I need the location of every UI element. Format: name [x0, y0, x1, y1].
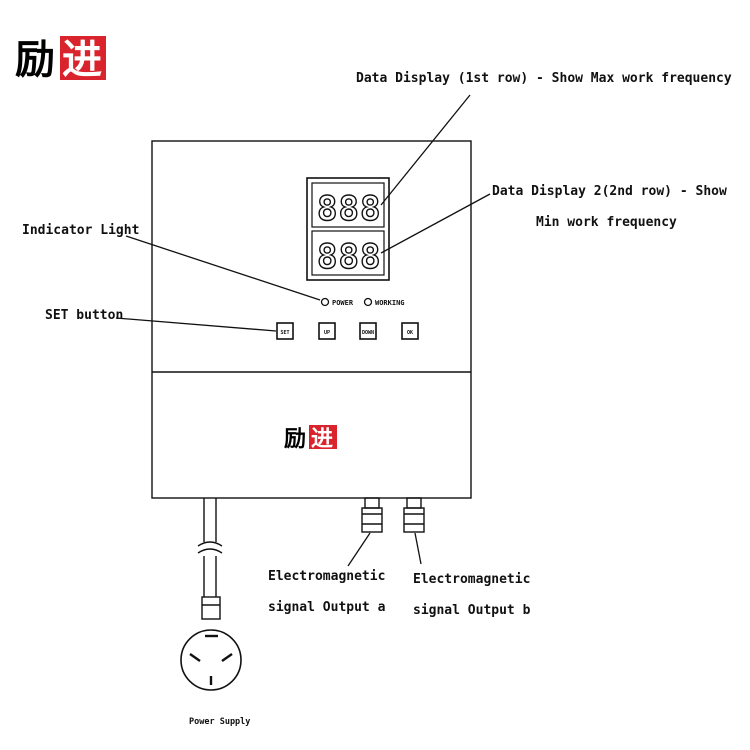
- device-logo-block: [309, 425, 337, 449]
- display-row2-frame: [311, 230, 385, 276]
- ok-button-label: OK: [407, 330, 413, 336]
- set-button[interactable]: SET: [276, 322, 294, 340]
- output-b-label-line2: signal Output b: [413, 603, 531, 618]
- working-indicator-label: WORKING: [375, 299, 405, 307]
- device-logo-left: 励: [284, 426, 306, 452]
- display2-label-line2: Min work frequency: [536, 215, 677, 230]
- device-logo: 励 进: [284, 425, 337, 452]
- display2-label-line1: Data Display 2(2nd row) - Show: [492, 184, 727, 199]
- device-outline: [151, 140, 472, 499]
- logo-char-right: 进: [62, 36, 102, 83]
- leader-display2: [380, 193, 491, 254]
- power-led-icon: [320, 297, 330, 307]
- indicator-light-label: Indicator Light: [22, 223, 139, 238]
- output-b-connector: [403, 497, 425, 533]
- set-button-callout: SET button: [45, 308, 123, 323]
- data-display: 888 888: [306, 177, 390, 281]
- callout-labels: Data Display (1st row) - Show Max work f…: [22, 71, 732, 727]
- working-led-icon: [363, 297, 373, 307]
- indicator-lights: POWER WORKING: [320, 297, 405, 307]
- display-row2-digits: 888: [317, 237, 381, 277]
- output-a-connector: [361, 497, 383, 533]
- set-button-label: SET: [280, 330, 289, 336]
- button-panel: SET UP DOWN OK: [276, 322, 419, 340]
- logo-char-left: 励: [15, 36, 55, 83]
- output-b-label-line1: Electromagnetic: [413, 572, 530, 587]
- ok-button[interactable]: OK: [401, 322, 419, 340]
- leader-lines: [115, 94, 491, 567]
- output-connectors: [361, 497, 425, 533]
- output-a-label-line2: signal Output a: [268, 600, 386, 615]
- power-cable: [197, 498, 223, 620]
- leader-display1: [380, 94, 471, 206]
- leader-output-a: [347, 532, 371, 567]
- up-button-label: UP: [324, 330, 330, 336]
- logo-red-block: [60, 36, 106, 80]
- up-button[interactable]: UP: [318, 322, 336, 340]
- power-supply-label: Power Supply: [189, 717, 250, 727]
- down-button[interactable]: DOWN: [359, 322, 377, 340]
- leader-set-button: [115, 317, 277, 332]
- leader-output-b: [414, 532, 422, 565]
- display-frame: [306, 177, 390, 281]
- device-body: [151, 140, 472, 499]
- display-row1-digits: 888: [317, 189, 381, 229]
- down-button-label: DOWN: [362, 330, 374, 336]
- power-plug-icon: [180, 629, 242, 691]
- device-logo-right: 进: [311, 426, 333, 452]
- leader-indicator: [125, 235, 321, 301]
- display1-label: Data Display (1st row) - Show Max work f…: [356, 71, 732, 86]
- display-row1-frame: [311, 182, 385, 228]
- output-a-label-line1: Electromagnetic: [268, 569, 385, 584]
- brand-logo: 励 进: [15, 36, 106, 83]
- power-indicator-label: POWER: [332, 299, 354, 307]
